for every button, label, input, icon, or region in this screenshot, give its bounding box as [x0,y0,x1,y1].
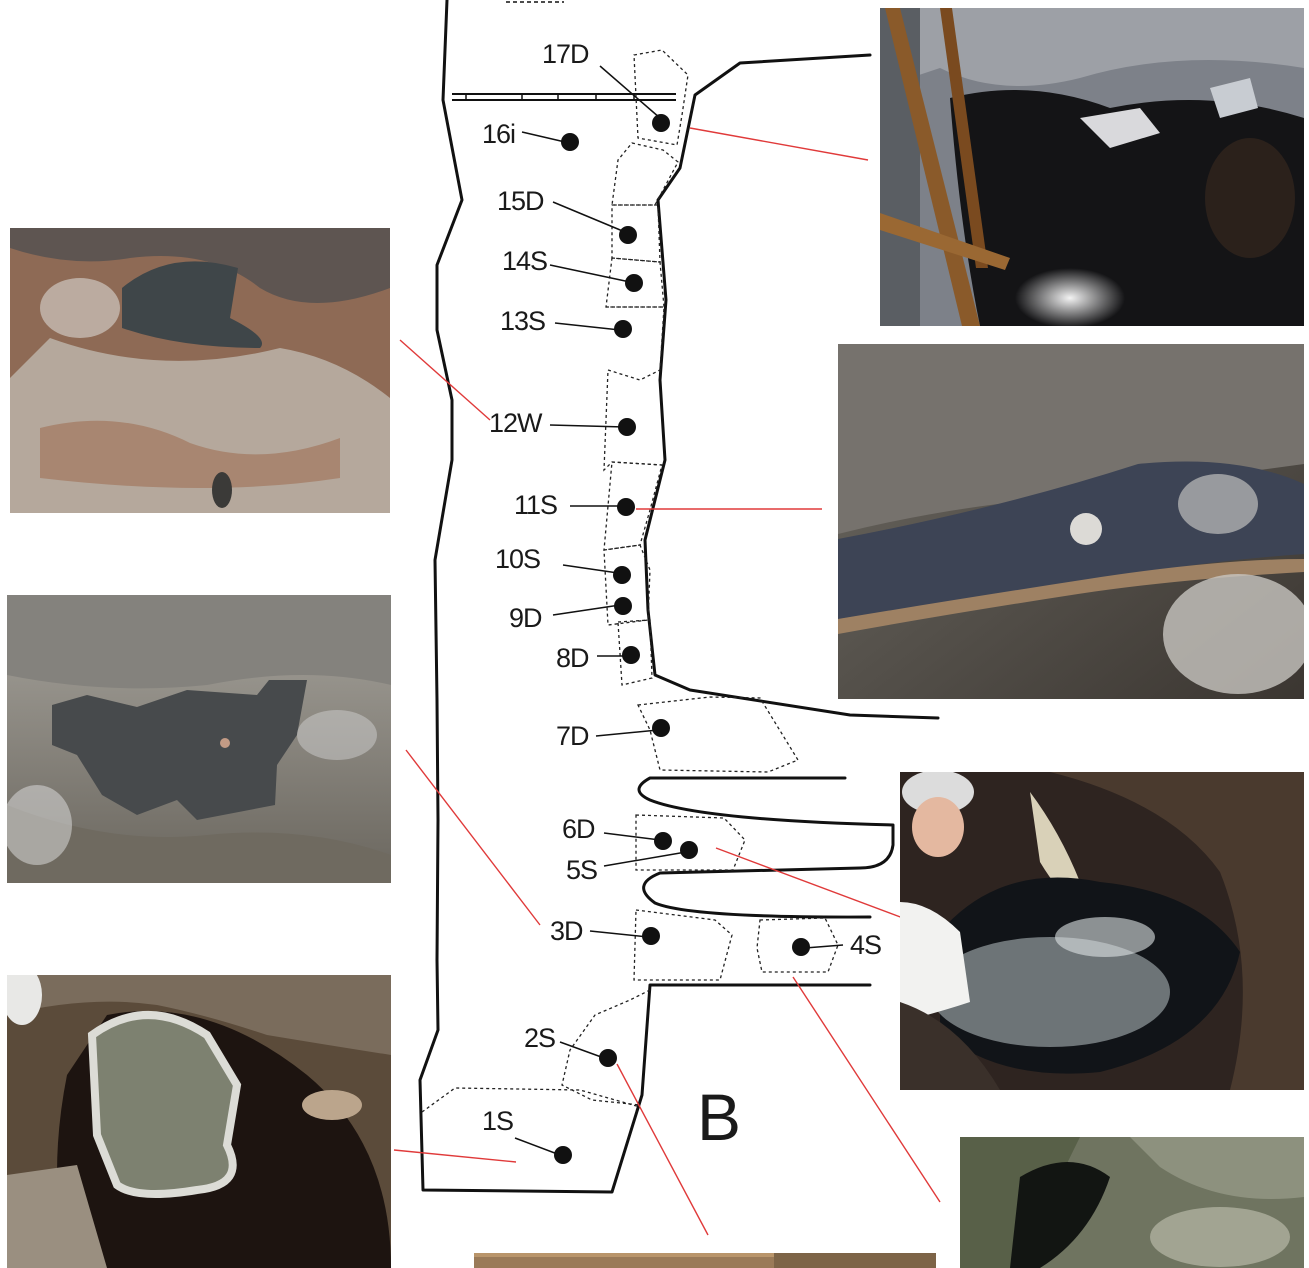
label-4S: 4S [850,930,881,960]
photo-3D [2,595,391,883]
label-2S: 2S [524,1023,555,1053]
sampling-zones [422,50,838,1112]
label-11S: 11S [514,490,557,520]
left-wall [420,0,870,1192]
dot-16i [561,133,579,151]
sample-dots [554,114,810,1164]
dot-13S [614,320,632,338]
photo-4S [960,1137,1304,1268]
lower-meander [639,778,893,917]
connector-17D [690,128,868,160]
label-17D: 17D [542,39,589,69]
label-12W: 12W [489,408,543,438]
photo-2S [474,1253,936,1268]
label-7D: 7D [556,721,589,751]
connector-12W [400,340,490,420]
connector-2S [617,1064,708,1235]
label-15D: 15D [497,186,544,216]
photo-5S [900,770,1304,1090]
zone-16-15 [612,143,678,205]
dot-15D [619,226,637,244]
label-10S: 10S [495,544,540,574]
connector-3D [406,750,540,925]
dot-8D [622,646,640,664]
label-16i: 16i [482,119,515,149]
dot-6D [654,832,672,850]
label-leaders [515,66,843,1155]
label-5S: 5S [566,855,597,885]
dot-17D [652,114,670,132]
label-1S: 1S [482,1106,513,1136]
photo-17D [880,8,1304,328]
label-6D: 6D [562,814,595,844]
dot-7D [652,719,670,737]
point-labels: 17D 16i 15D 14S 13S 12W 11S 10S 9D 8D 7D… [482,39,881,1154]
photo-11S [838,344,1309,699]
label-13S: 13S [500,306,545,336]
dot-9D [614,597,632,615]
zone-3 [634,910,732,980]
dot-3D [642,927,660,945]
panel-letter: B [697,1080,741,1154]
zone-13-12 [604,307,664,470]
dot-11S [617,498,635,516]
dot-4S [792,938,810,956]
dot-14S [625,274,643,292]
connector-5S [716,848,903,918]
photo-1S [2,965,391,1268]
top-ladder-symbol [452,94,676,100]
zone-1-boundary [422,1088,640,1112]
photo-12W [10,228,390,513]
label-9D: 9D [509,603,542,633]
label-14S: 14S [502,246,547,276]
dot-2S [599,1049,617,1067]
dot-1S [554,1146,572,1164]
dot-5S [680,841,698,859]
label-3D: 3D [550,916,583,946]
connector-1S [394,1150,516,1162]
dot-12W [618,418,636,436]
label-8D: 8D [556,643,589,673]
dot-10S [613,566,631,584]
